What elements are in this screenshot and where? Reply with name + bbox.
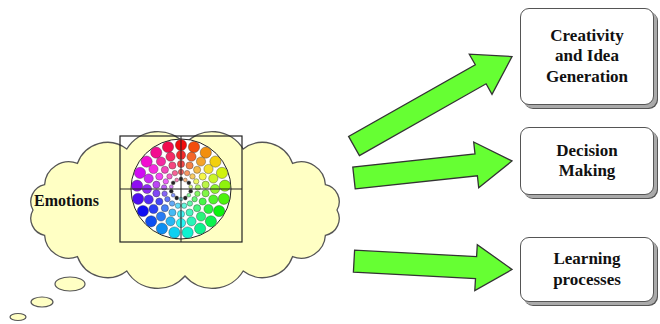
- cloud-label: Emotions: [34, 192, 99, 210]
- emotion-dot: [183, 196, 187, 200]
- block-arrow: [349, 54, 512, 155]
- emotion-dot: [144, 174, 153, 183]
- emotion-dot: [196, 157, 205, 166]
- emotion-dot: [202, 190, 209, 197]
- emotion-dot: [169, 209, 176, 216]
- emotion-dot: [166, 217, 175, 226]
- emotion-dot: [171, 181, 175, 185]
- emotion-dot: [216, 167, 227, 178]
- cloud-outline: [20, 130, 350, 290]
- emotion-dot: [156, 198, 163, 205]
- emotion-dot: [204, 164, 213, 173]
- block-arrow: [353, 245, 512, 291]
- emotion-dot: [209, 174, 218, 183]
- wheel-frame: [120, 136, 242, 242]
- emotion-dot: [187, 152, 196, 161]
- emotion-dot: [167, 174, 172, 179]
- emotion-dot: [219, 180, 230, 191]
- emotion-dot: [171, 193, 175, 197]
- emotion-dot: [189, 189, 193, 193]
- emotion-dot: [156, 212, 165, 221]
- emotion-dot: [156, 157, 165, 166]
- emotion-dot: [209, 195, 218, 204]
- emotion-dot: [187, 201, 192, 206]
- emotion-dot: [204, 204, 213, 213]
- cloud-shape: [31, 132, 339, 289]
- emotion-dot: [175, 178, 179, 182]
- emotion-dot: [175, 196, 179, 200]
- emotion-dot: [165, 197, 170, 202]
- emotion-dot: [202, 181, 209, 188]
- emotion-dot: [184, 170, 189, 175]
- emotion-cloud: Emotions: [20, 130, 350, 290]
- emotion-dot: [218, 193, 229, 204]
- emotion-dot: [169, 227, 180, 238]
- emotion-dot: [162, 191, 167, 196]
- emotion-dot: [192, 197, 197, 202]
- emotion-dot: [162, 141, 173, 152]
- outcome-box: Creativity and Idea Generation: [520, 8, 654, 105]
- box-label: Decision Making: [536, 141, 638, 182]
- block-arrow: [353, 142, 512, 189]
- emotion-dot: [153, 181, 160, 188]
- emotion-dot: [200, 147, 211, 158]
- emotion-dot: [169, 185, 173, 189]
- emotion-dot: [149, 204, 158, 213]
- emotion-dot: [205, 216, 216, 227]
- emotion-dot: [196, 212, 205, 221]
- emotion-dot: [149, 164, 158, 173]
- emotion-dot: [137, 205, 148, 216]
- emotion-dot: [190, 174, 195, 179]
- emotion-dot: [181, 203, 186, 208]
- emotion-dot: [144, 195, 153, 204]
- outcome-box: Decision Making: [520, 127, 654, 195]
- emotion-dot: [175, 203, 180, 208]
- emotion-dot: [146, 216, 157, 227]
- emotion-dot: [194, 179, 199, 184]
- emotion-dot: [194, 166, 201, 173]
- emotion-dot: [151, 147, 162, 158]
- emotion-dot: [186, 162, 193, 169]
- emotion-dot: [153, 190, 160, 197]
- emotion-dot: [169, 189, 173, 193]
- emotion-dot: [214, 205, 225, 216]
- emotion-dot: [169, 201, 174, 206]
- emotion-dot: [161, 205, 168, 212]
- emotion-dot: [182, 227, 193, 238]
- emotion-dot: [156, 173, 163, 180]
- emotion-dot: [199, 198, 206, 205]
- emotion-dot: [132, 180, 143, 191]
- emotion-dot: [156, 223, 167, 234]
- thought-bubble: [10, 314, 26, 321]
- emotion-dot: [169, 162, 176, 169]
- emotion-dot: [194, 205, 201, 212]
- thought-bubble: [55, 277, 85, 291]
- emotion-dot: [195, 223, 206, 234]
- emotion-dot: [183, 178, 187, 182]
- thought-bubble: [31, 297, 53, 307]
- emotion-dot: [195, 191, 200, 196]
- emotion-dot: [166, 152, 175, 161]
- color-wheel: [120, 136, 242, 242]
- emotion-dot: [189, 185, 193, 189]
- wheel-axis: [181, 136, 182, 242]
- emotion-dot: [186, 209, 193, 216]
- emotion-dot: [161, 166, 168, 173]
- box-label: Creativity and Idea Generation: [536, 26, 638, 87]
- outcome-box: Learning processes: [520, 237, 654, 302]
- emotion-dot: [187, 193, 191, 197]
- emotion-dot: [172, 170, 177, 175]
- box-label: Learning processes: [536, 249, 638, 290]
- emotion-dot: [133, 193, 144, 204]
- emotion-dot: [187, 217, 196, 226]
- emotion-dot: [187, 181, 191, 185]
- emotion-dot: [163, 179, 168, 184]
- emotion-dot: [188, 141, 199, 152]
- emotion-dot: [199, 173, 206, 180]
- emotion-dot: [134, 167, 145, 178]
